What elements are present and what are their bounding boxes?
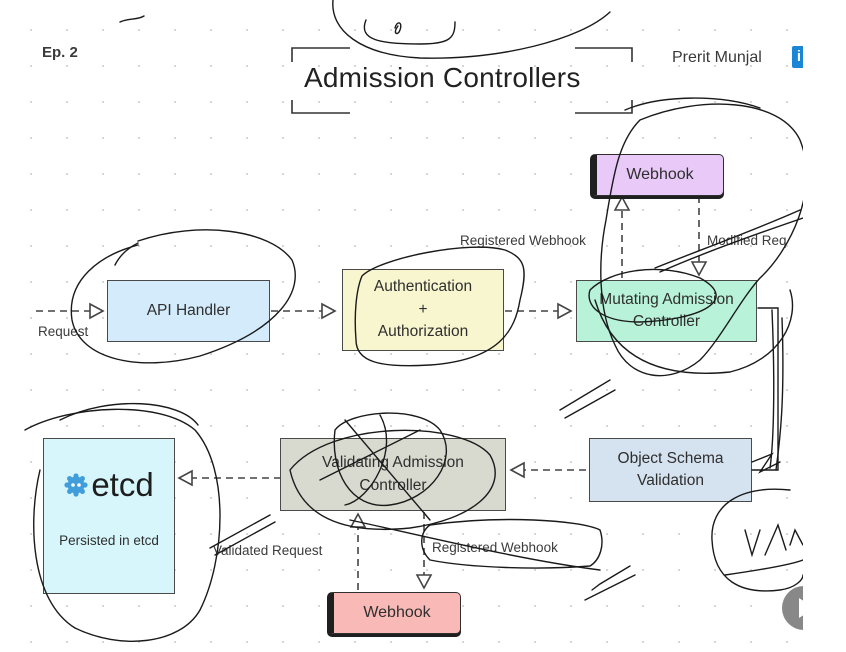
arrowhead-icon [613,195,631,211]
modified-request-stroke [654,209,801,269]
scribble-mark [119,15,145,23]
registered-webhook-bottom-label: Registered Webhook [432,540,558,555]
yaml-loop [711,488,803,592]
webhook-bottom-node[interactable]: Webhook [327,592,461,634]
validating-to-webhook-stroke [349,519,601,571]
author-name: Prerit Munjal [672,49,762,66]
handwritten-annotations [24,0,803,642]
play-button[interactable] [782,586,803,630]
mutating-lower-loop [594,289,794,374]
webhook-bottom-label: Webhook [363,604,431,621]
mutating-to-schema-stroke [775,317,784,471]
api-handler-label: API Handler [146,301,231,319]
arrowhead-icon [177,469,193,487]
request-label: Request [38,324,89,339]
etcd-circle-outer [59,402,199,426]
validating-scribble [333,412,447,507]
validating-admission-controller-node[interactable]: Validating Admission Controller [280,438,506,511]
mutating-to-schema-stroke [769,309,775,469]
mutating-big-circle [600,103,803,377]
title-inner-loop [363,19,456,45]
validating-scribble [344,414,388,506]
scribble-mark [209,514,271,549]
arrowhead-icon [89,302,105,320]
scribble-mark [114,242,139,266]
registered-webhook-top-label: Registered Webhook [460,233,586,248]
etcd-node[interactable]: etcd Persisted in etcd [43,438,175,594]
arrowhead-icon [557,302,573,320]
etcd-gear-icon [64,473,88,497]
gear-eye [71,483,76,487]
webhook-top-node[interactable]: Webhook [590,154,724,196]
mutating-text-loop [588,268,717,323]
object-schema-label: Object Schema Validation [617,449,724,489]
gear-body [67,476,85,494]
scribble-mark [214,521,276,556]
validating-scribble [344,419,431,521]
etcd-logo: etcd [64,461,154,509]
linkedin-icon[interactable]: i [792,46,803,68]
title-loop [332,0,611,59]
api-handler-node[interactable]: API Handler [107,280,270,342]
scribble-mark [394,22,402,35]
gear-eye [77,483,82,487]
registered-webhook-bottom-loop [421,518,603,569]
episode-label: Ep. 2 [42,44,78,61]
mutating-admission-controller-node[interactable]: Mutating Admission Controller [576,280,757,342]
mutating-outer-arc [624,97,761,111]
webhook-top-label: Webhook [626,166,694,183]
scribble-mark [559,379,611,411]
modified-request-stroke [659,217,803,273]
scribble-mark [751,452,781,474]
auth-circle [354,246,525,367]
scribble-mark [564,389,616,419]
api-handler-circle [70,229,296,364]
validating-scribble [319,429,421,481]
yaml-underline [724,559,803,576]
etcd-logo-text: etcd [91,466,154,503]
validated-request-label: Validated Request [213,543,323,558]
arrowhead-icon [321,302,337,320]
whiteboard-canvas: Ep. 2 Prerit Munjal i Admission Controll… [0,0,803,652]
yaml-handwriting [764,523,787,556]
arrowhead-icon [509,461,525,479]
scribble-mark [584,574,636,601]
page-title: Admission Controllers [304,62,581,93]
etcd-circle [24,408,221,642]
yaml-handwriting [744,529,761,558]
auth-node[interactable]: Authentication + Authorization [342,269,504,351]
object-schema-validation-node[interactable]: Object Schema Validation [589,438,752,502]
modified-request-label: Modified Req [707,233,787,248]
arrowhead-icon [415,574,433,590]
etcd-caption: Persisted in etcd [59,532,159,548]
auth-label: Authentication + Authorization [373,278,473,341]
arrowhead-icon [690,261,708,277]
title-brackets [291,47,633,114]
validating-scribble [289,429,496,531]
play-icon [799,598,803,618]
yaml-handwriting [789,528,803,546]
check-mark [591,565,631,591]
